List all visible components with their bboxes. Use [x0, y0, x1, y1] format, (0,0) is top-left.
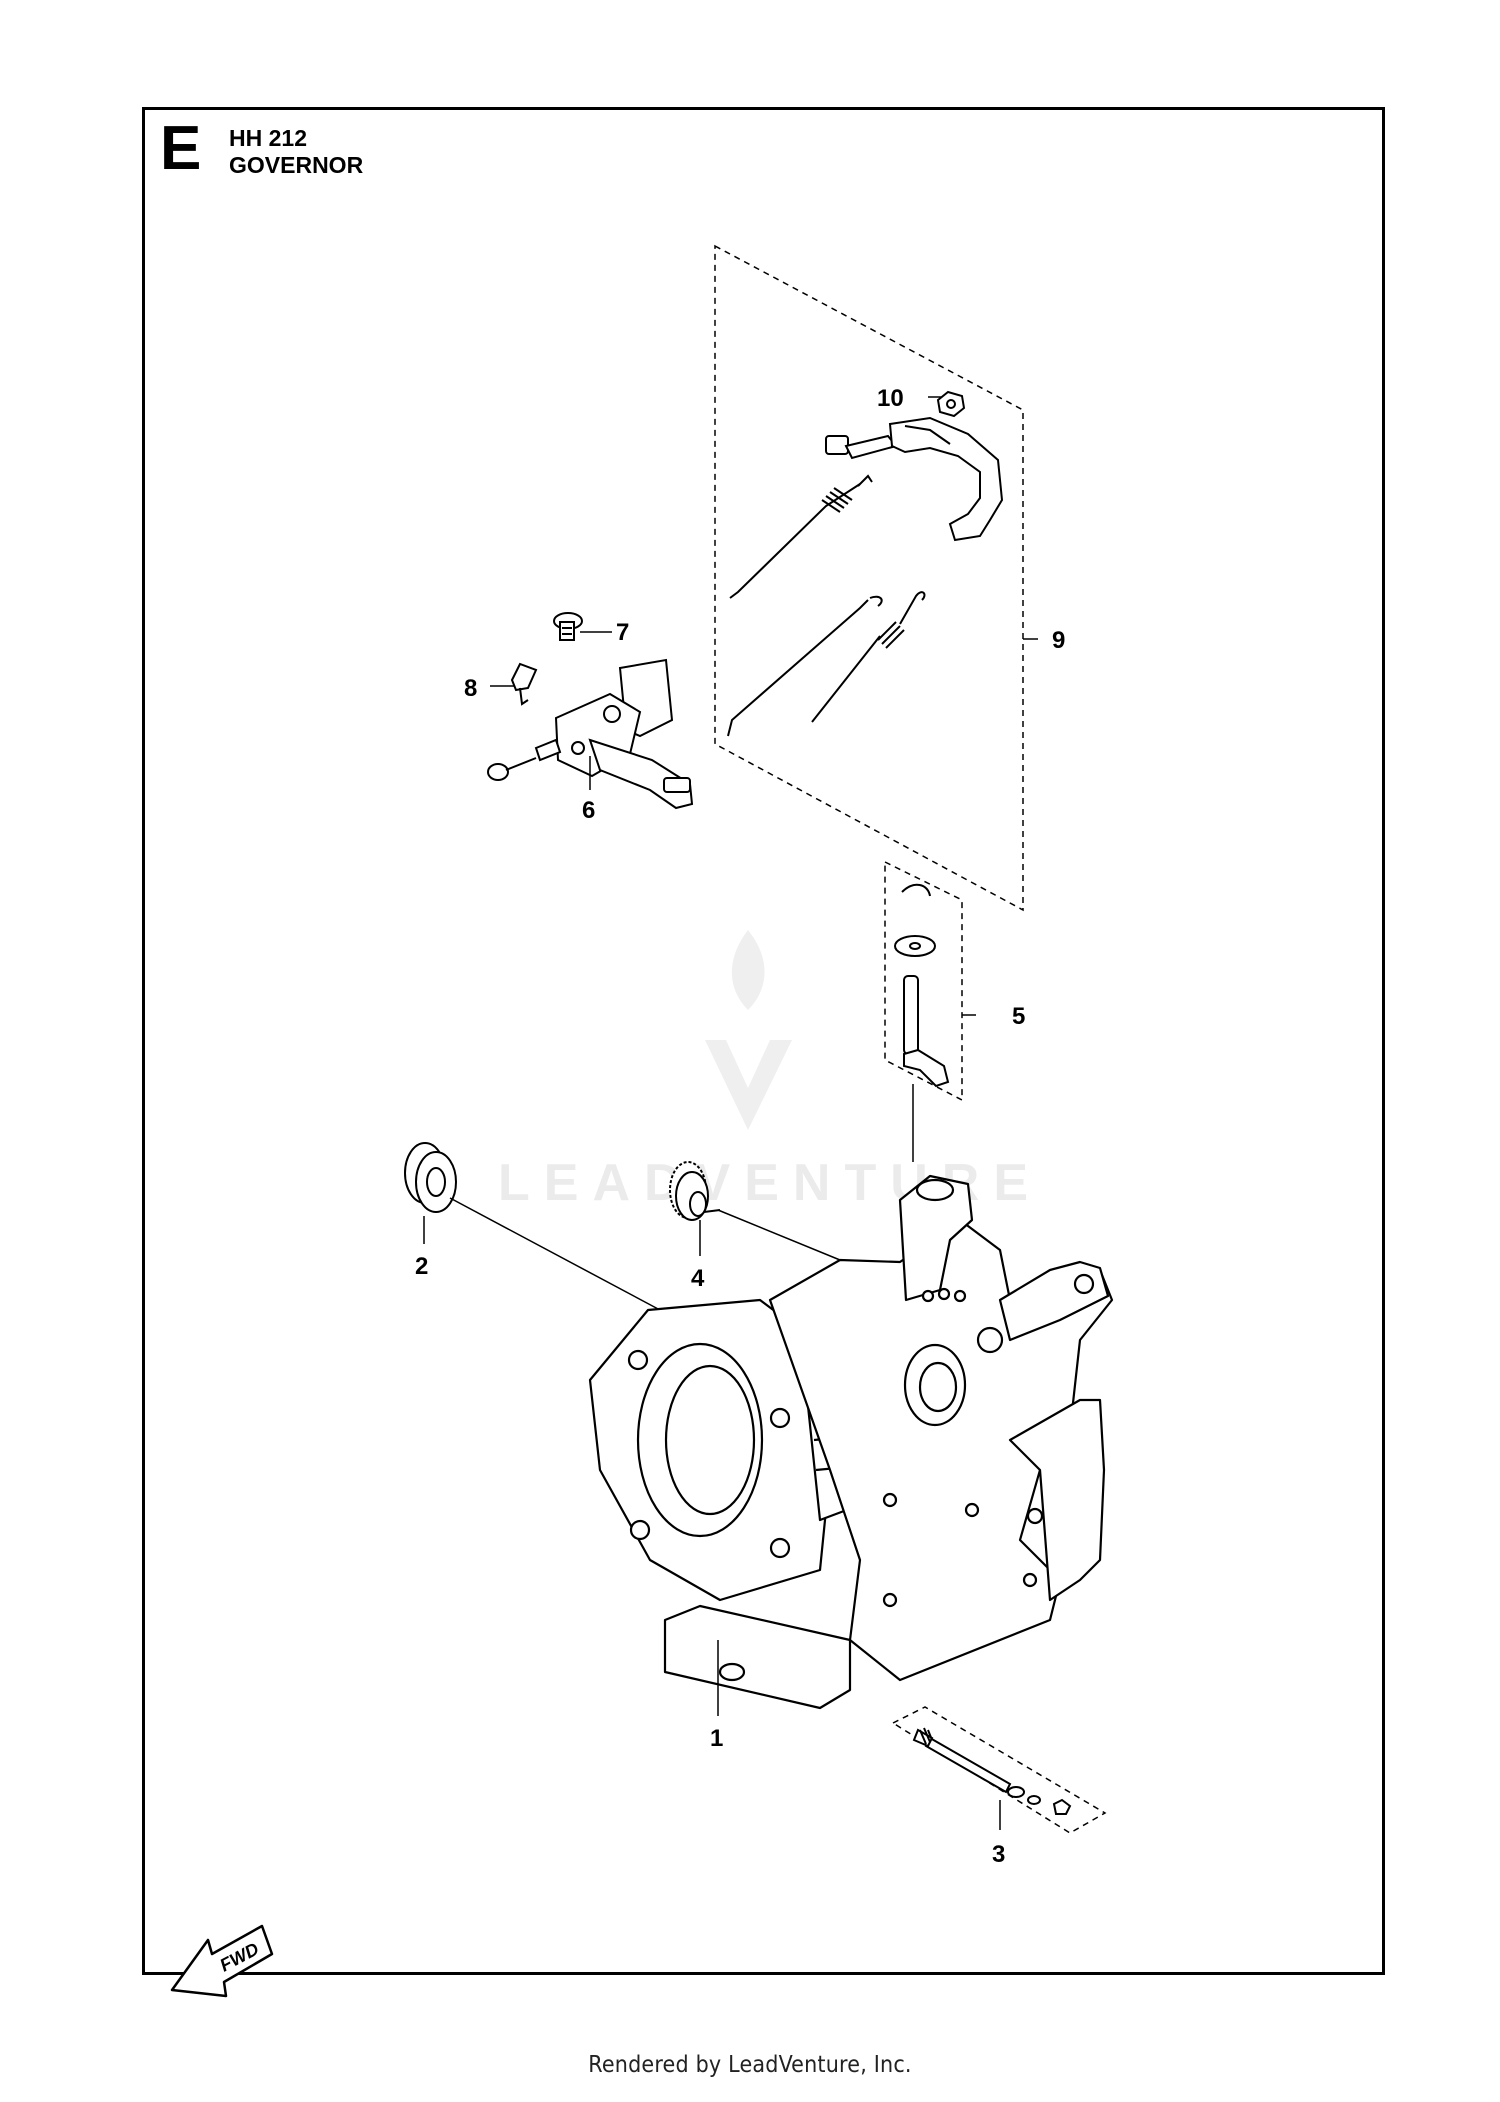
oil-seal-2: [404, 1142, 457, 1213]
assembly-box-5: [884, 860, 963, 1102]
leader-gear: [717, 1209, 841, 1261]
callout-3: 3: [992, 1841, 1005, 1868]
callout-8: 8: [464, 675, 477, 702]
control-bracket-6: [487, 658, 694, 810]
callout-5: 5: [1012, 1003, 1025, 1030]
callout-10: 10: [877, 385, 904, 412]
callout-9: 9: [1052, 627, 1065, 654]
leader-seal: [449, 1197, 661, 1311]
callout-6: 6: [582, 797, 595, 824]
diagram-title: GOVERNOR: [229, 152, 364, 178]
bolt-7: [553, 612, 583, 641]
governor-gear-4: [669, 1161, 721, 1221]
leadventure-watermark: LEADVENTURE: [498, 930, 1028, 1212]
shaft-3: [912, 1727, 1072, 1815]
governor-arm-part: [825, 390, 1004, 542]
assembly-box-9: [714, 244, 1024, 912]
fwd-arrow-icon: FWD: [170, 1924, 274, 1998]
callout-7: 7: [616, 619, 629, 646]
diagram-frame: [142, 107, 1385, 1975]
callout-leaders: [423, 396, 1038, 1830]
callout-1: 1: [710, 1725, 723, 1752]
clip-8: [510, 662, 538, 706]
crankcase-1: [588, 1174, 1114, 1710]
callout-2: 2: [415, 1253, 428, 1280]
governor-springs-rods: [727, 474, 926, 737]
assembly-box-3: [891, 1706, 1107, 1834]
section-letter: E: [160, 114, 202, 183]
governor-shaft-5: [894, 883, 950, 1088]
model-label: HH 212: [229, 125, 307, 151]
callout-4: 4: [691, 1265, 705, 1292]
footer-credit: Rendered by LeadVenture, Inc.: [588, 2052, 912, 2078]
